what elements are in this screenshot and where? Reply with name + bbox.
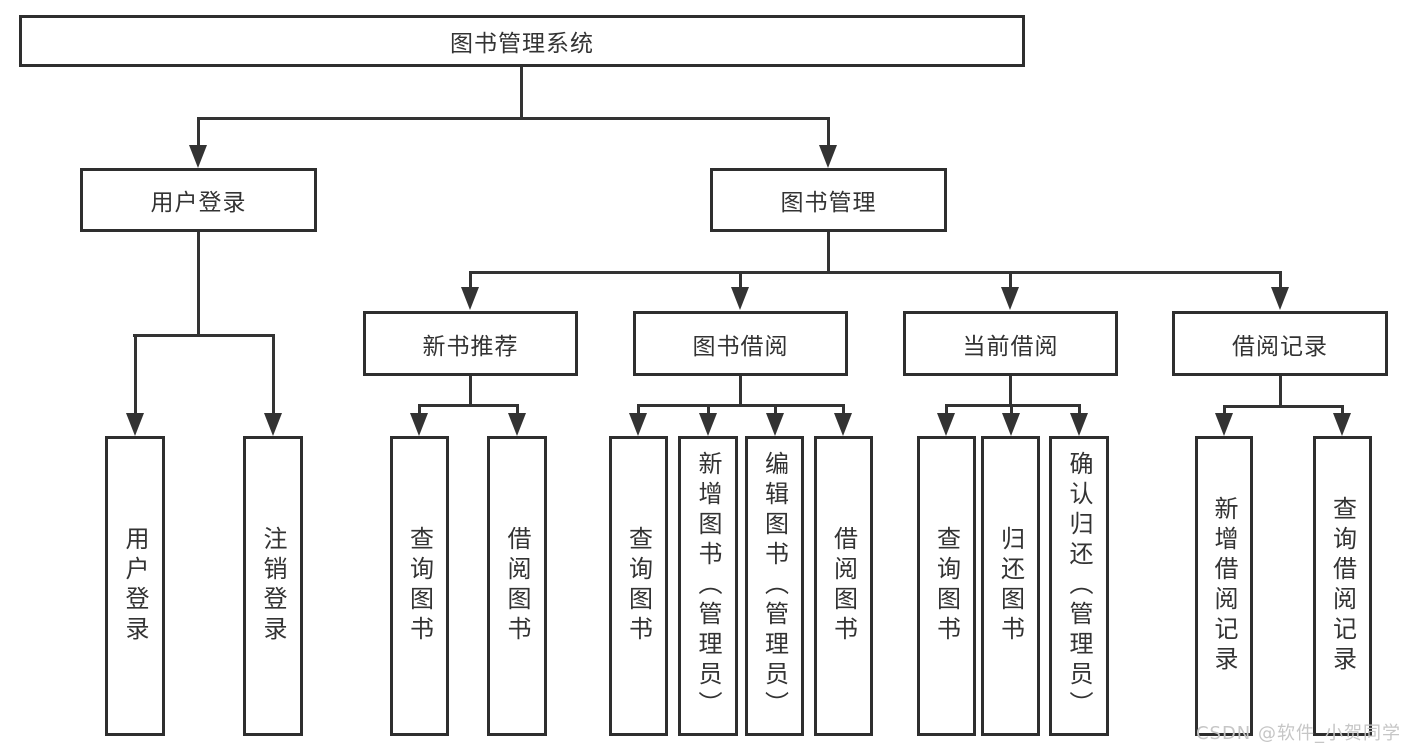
connector-line xyxy=(469,271,1282,274)
arrow-down-icon xyxy=(1002,413,1020,436)
leaf-query-books-2: 查询图书 xyxy=(609,436,668,736)
leaf-label: 归还图书 xyxy=(996,526,1025,646)
leaf-edit-book-admin: 编辑图书（管理员） xyxy=(745,436,804,736)
connector-line xyxy=(945,404,948,415)
connector-line xyxy=(272,334,275,414)
connector-line xyxy=(134,334,137,414)
node-book-borrow-label: 图书借阅 xyxy=(692,333,789,360)
connector-line xyxy=(418,404,519,407)
leaf-label: 查询图书 xyxy=(624,526,653,646)
leaf-label: 查询借阅记录 xyxy=(1328,496,1357,676)
node-current-borrow-label: 当前借阅 xyxy=(962,333,1059,360)
leaf-query-borrow-record: 查询借阅记录 xyxy=(1313,436,1372,736)
arrow-down-icon xyxy=(937,413,955,436)
arrow-down-icon xyxy=(264,413,282,436)
leaf-query-books-3: 查询图书 xyxy=(917,436,976,736)
connector-line xyxy=(1009,271,1012,289)
arrow-down-icon xyxy=(461,287,479,310)
leaf-logout: 注销登录 xyxy=(243,436,303,736)
node-new-book-recommend-label: 新书推荐 xyxy=(422,333,519,360)
connector-line xyxy=(1078,404,1081,415)
node-root: 图书管理系统 xyxy=(19,15,1025,67)
arrow-down-icon xyxy=(1070,413,1088,436)
node-user-login-label: 用户登录 xyxy=(150,190,247,216)
node-book-management: 图书管理 xyxy=(710,168,947,232)
connector-line xyxy=(197,232,200,336)
arrow-down-icon xyxy=(1001,287,1019,310)
leaf-label: 确认归还（管理员） xyxy=(1065,451,1093,721)
leaf-return-books: 归还图书 xyxy=(981,436,1040,736)
node-borrow-record-label: 借阅记录 xyxy=(1232,333,1328,360)
connector-line xyxy=(469,376,472,406)
connector-line xyxy=(1223,405,1226,415)
arrow-down-icon xyxy=(508,413,526,436)
leaf-label: 注销登录 xyxy=(259,526,287,646)
arrow-down-icon xyxy=(819,145,837,168)
node-current-borrow: 当前借阅 xyxy=(903,311,1118,376)
connector-line xyxy=(827,232,830,274)
leaf-label: 借阅图书 xyxy=(829,526,858,646)
connector-line xyxy=(1223,405,1344,408)
node-root-label: 图书管理系统 xyxy=(450,31,594,57)
connector-line xyxy=(520,67,523,118)
connector-line xyxy=(945,404,1081,407)
leaf-borrow-books-1: 借阅图书 xyxy=(487,436,547,736)
arrow-down-icon xyxy=(766,413,784,436)
connector-line xyxy=(842,404,845,415)
connector-line xyxy=(469,271,472,289)
leaf-confirm-return-admin: 确认归还（管理员） xyxy=(1049,436,1109,736)
connector-line xyxy=(637,404,845,407)
node-user-login: 用户登录 xyxy=(80,168,317,232)
arrow-down-icon xyxy=(126,413,144,436)
arrow-down-icon xyxy=(699,413,717,436)
leaf-label: 新增图书（管理员） xyxy=(694,451,722,721)
connector-line xyxy=(1279,376,1282,407)
connector-line xyxy=(774,404,777,415)
leaf-label: 借阅图书 xyxy=(503,526,531,646)
connector-line xyxy=(1009,376,1012,406)
arrow-down-icon xyxy=(731,287,749,310)
connector-line xyxy=(1010,404,1013,415)
csdn-watermark: CSDN @软件_小贺同学 xyxy=(1195,723,1401,744)
connector-line xyxy=(739,376,742,406)
connector-line xyxy=(707,404,710,415)
connector-line xyxy=(197,117,200,147)
connector-line xyxy=(516,404,519,415)
node-borrow-record: 借阅记录 xyxy=(1172,311,1388,376)
arrow-down-icon xyxy=(189,145,207,168)
leaf-label: 编辑图书（管理员） xyxy=(760,451,789,721)
leaf-label: 查询图书 xyxy=(932,526,961,646)
arrow-down-icon xyxy=(1215,413,1233,436)
arrow-down-icon xyxy=(410,413,428,436)
leaf-label: 查询图书 xyxy=(405,526,434,646)
leaf-user-login: 用户登录 xyxy=(105,436,165,736)
connector-line xyxy=(1341,405,1344,415)
arrow-down-icon xyxy=(834,413,852,436)
connector-line xyxy=(1279,271,1282,289)
leaf-add-borrow-record: 新增借阅记录 xyxy=(1195,436,1253,736)
node-new-book-recommend: 新书推荐 xyxy=(363,311,578,376)
connector-line xyxy=(197,117,830,120)
leaf-add-book-admin: 新增图书（管理员） xyxy=(678,436,738,736)
leaf-label: 用户登录 xyxy=(121,526,149,646)
connector-line xyxy=(637,404,640,415)
arrow-down-icon xyxy=(1333,413,1351,436)
connector-line xyxy=(739,271,742,289)
node-book-borrow: 图书借阅 xyxy=(633,311,848,376)
connector-line xyxy=(827,117,830,147)
connector-line xyxy=(133,334,275,337)
connector-line xyxy=(418,404,421,415)
leaf-label: 新增借阅记录 xyxy=(1210,496,1238,676)
leaf-query-books-1: 查询图书 xyxy=(390,436,449,736)
leaf-borrow-books-2: 借阅图书 xyxy=(814,436,873,736)
arrow-down-icon xyxy=(1271,287,1289,310)
node-book-management-label: 图书管理 xyxy=(780,190,877,216)
arrow-down-icon xyxy=(629,413,647,436)
